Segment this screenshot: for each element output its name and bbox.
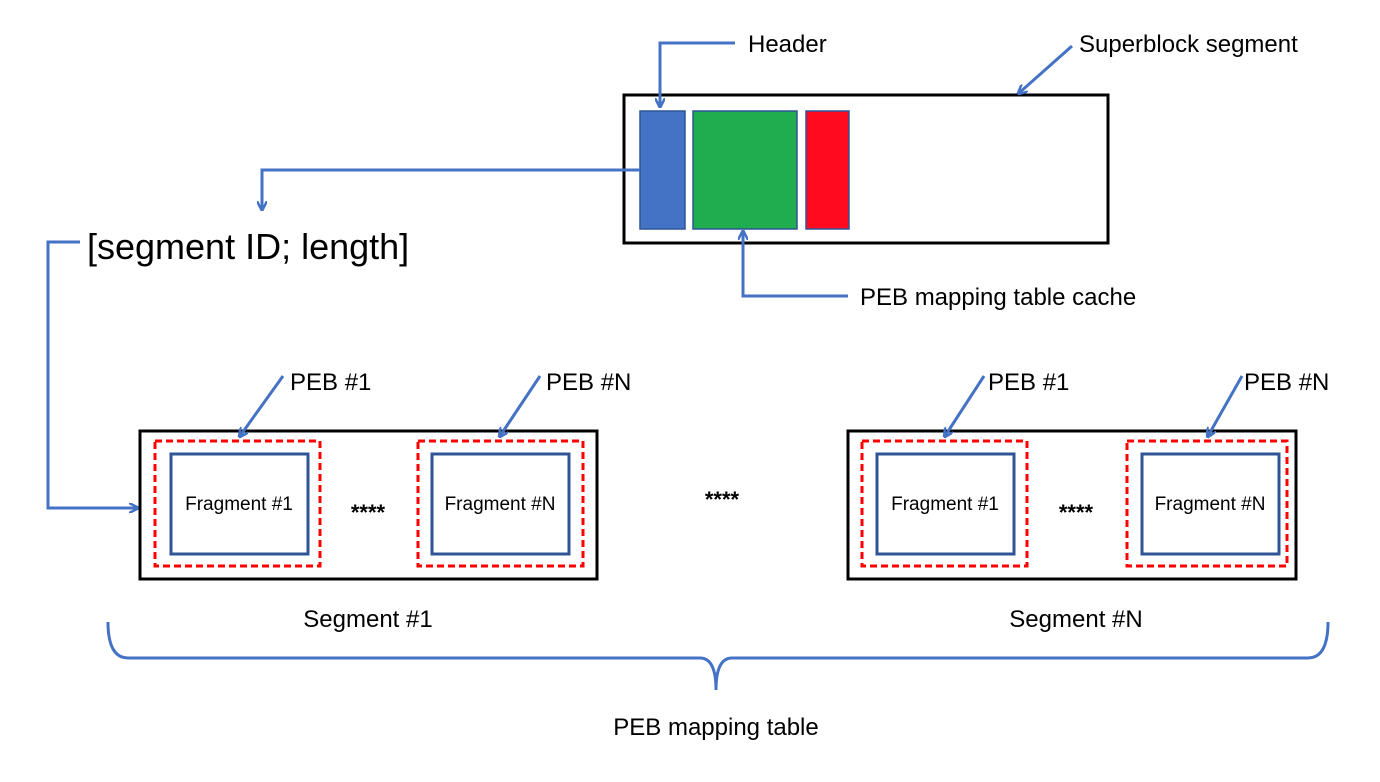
segment-box <box>138 429 599 581</box>
cache-block <box>692 110 798 230</box>
peb-label: PEB #1 <box>290 369 371 396</box>
segment-1: Fragment #1 **** Fragment #N PEB #1 PEB … <box>138 369 631 633</box>
extra-block <box>805 110 850 230</box>
segment-ellipsis: **** <box>351 500 386 525</box>
header-block <box>639 110 686 230</box>
fragment-box <box>430 452 571 556</box>
table-label: PEB mapping table <box>613 714 818 741</box>
fragment-box <box>875 452 1016 556</box>
fragment-label: Fragment #N <box>1155 494 1266 515</box>
fragment-box <box>169 452 310 556</box>
peb-arrow <box>1208 375 1244 436</box>
segment-label: Segment #N <box>1009 606 1142 633</box>
segment-n: Fragment #1 **** Fragment #N PEB #1 PEB … <box>846 369 1329 633</box>
superblock-label: Superblock segment <box>1079 31 1298 58</box>
segment-ellipsis: **** <box>1059 500 1094 525</box>
fragment-label: Fragment #1 <box>891 494 999 515</box>
peb-label: PEB #N <box>1244 369 1329 396</box>
fragment-box <box>1140 452 1281 556</box>
peb-label: PEB #N <box>546 369 631 396</box>
peb-arrow <box>240 375 285 436</box>
header-pointer-arrow <box>262 168 640 209</box>
cache-label: PEB mapping table cache <box>860 284 1136 311</box>
brace <box>106 621 1330 691</box>
between-segments-ellipsis: **** <box>705 487 740 512</box>
header-arrow <box>660 41 735 106</box>
peb-box <box>416 439 585 568</box>
pointer-segment-arrow <box>46 240 137 508</box>
superblock-arrow <box>1019 44 1073 93</box>
peb-box <box>860 439 1029 568</box>
segment-label: Segment #1 <box>303 606 432 633</box>
header-label: Header <box>748 31 827 58</box>
peb-box <box>1125 439 1289 568</box>
peb-arrow <box>500 375 542 436</box>
segment-box <box>846 429 1298 581</box>
peb-arrow <box>945 375 986 436</box>
fragment-label: Fragment #N <box>445 494 556 515</box>
peb-label: PEB #1 <box>988 369 1069 396</box>
peb-box <box>153 439 322 568</box>
segment-pointer-label: [segment ID; length] <box>87 226 409 267</box>
fragment-label: Fragment #1 <box>185 494 293 515</box>
cache-arrow <box>743 232 848 298</box>
